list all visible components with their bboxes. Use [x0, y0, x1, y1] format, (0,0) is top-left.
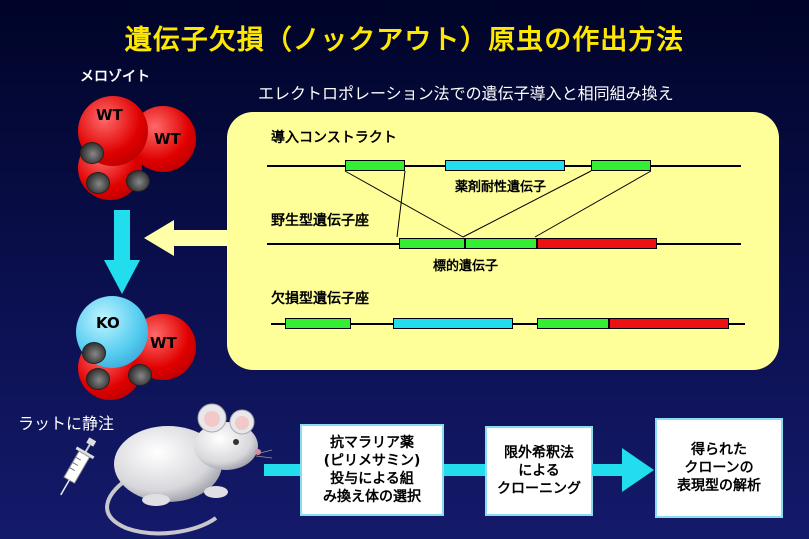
deleted-resistance-gene — [393, 318, 513, 329]
wild-homology-left — [399, 238, 465, 249]
resistance-gene-label: 薬剤耐性遺伝子 — [455, 180, 547, 195]
wt-cell-label-2: WT — [154, 130, 181, 148]
apical-knob — [128, 364, 152, 386]
deleted-homology-left — [285, 318, 351, 329]
construct-resistance-gene — [445, 160, 565, 171]
deleted-locus-label: 欠損型遺伝子座 — [271, 291, 369, 307]
step-cloning-box: 限外希釈法 による クローニング — [485, 426, 593, 516]
apical-knob — [82, 342, 106, 364]
step-cloning-text: 限外希釈法 による クローニング — [497, 445, 581, 497]
recombination-panel: 導入コンストラクト 薬剤耐性遺伝子 野生型遺伝子座 標的遺伝子 欠損型遺伝子座 — [227, 112, 779, 370]
step-selection-text: 抗マラリア薬 (ピリメサミン) 投与による組 み換え体の選択 — [323, 435, 421, 505]
ko-merozoite-group: KO WT — [72, 296, 202, 406]
wt-cell-label: WT — [150, 334, 177, 352]
wild-homology-right — [465, 238, 537, 249]
wild-target-gene — [537, 238, 657, 249]
ko-cell-label: KO — [96, 314, 120, 332]
flow-arrow-3 — [592, 448, 654, 492]
deleted-target-region — [609, 318, 729, 329]
step-phenotype-text: 得られた クローンの 表現型の解析 — [677, 442, 761, 494]
crossover-lines — [344, 170, 652, 238]
wt-cell-label-1: WT — [96, 106, 123, 124]
wild-locus-label: 野生型遺伝子座 — [271, 213, 369, 229]
apical-knob — [86, 172, 110, 194]
merozoite-label: メロゾイト — [80, 69, 150, 85]
construct-homology-left — [345, 160, 405, 171]
apical-knob — [80, 142, 104, 164]
flow-arrow-1 — [264, 464, 302, 476]
electroporation-label: エレクトロポレーション法での遺伝子導入と相同組み換え — [258, 84, 674, 103]
apical-knob — [126, 170, 150, 192]
left-arrow-icon — [144, 220, 230, 256]
injection-label: ラットに静注 — [18, 414, 115, 433]
page-title: 遺伝子欠損（ノックアウト）原虫の作出方法 — [124, 25, 685, 56]
syringe-icon — [60, 437, 97, 496]
construct-label: 導入コンストラクト — [271, 130, 397, 146]
step-selection-box: 抗マラリア薬 (ピリメサミン) 投与による組 み換え体の選択 — [300, 424, 444, 516]
step-phenotype-box: 得られた クローンの 表現型の解析 — [655, 418, 783, 518]
rat-icon — [105, 403, 272, 536]
apical-knob — [86, 368, 110, 390]
down-arrow-icon — [104, 210, 140, 294]
construct-homology-right — [591, 160, 651, 171]
deleted-homology-right — [537, 318, 609, 329]
wt-merozoite-group: WT WT — [72, 92, 202, 202]
target-gene-label: 標的遺伝子 — [433, 259, 499, 274]
flow-arrow-2 — [444, 464, 486, 476]
